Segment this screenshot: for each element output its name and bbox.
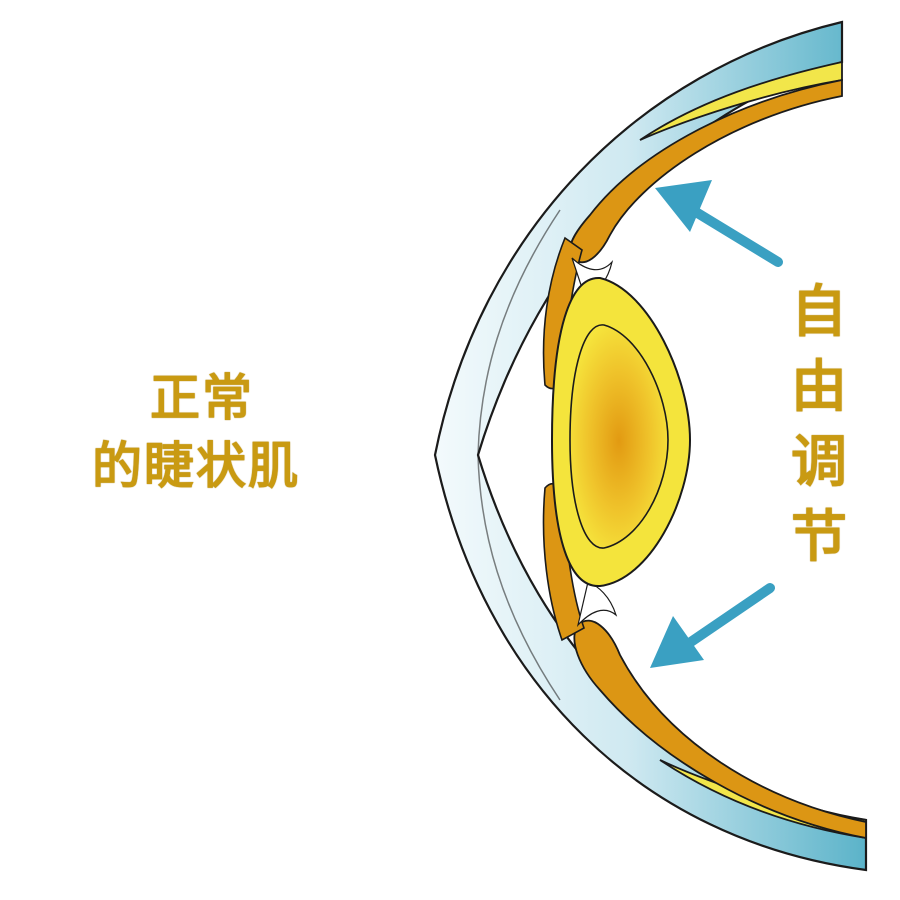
label-ciliary-muscle: 的睫状肌: [92, 437, 300, 495]
arrow-lower: [650, 583, 775, 668]
label-free-accommodation: 自 由 调 节: [787, 275, 851, 575]
choroid-top: [639, 60, 843, 141]
label-char: 节: [791, 505, 847, 570]
label-char: 由: [791, 355, 847, 420]
zonule-fibers-lower: [576, 581, 618, 628]
label-normal: 正常: [150, 369, 254, 427]
label-char: 调: [791, 430, 847, 495]
label-char: 自: [791, 280, 847, 345]
lens-nucleus: [569, 324, 669, 549]
arrow-upper: [655, 180, 783, 267]
cornea-inner-line: [477, 209, 561, 701]
